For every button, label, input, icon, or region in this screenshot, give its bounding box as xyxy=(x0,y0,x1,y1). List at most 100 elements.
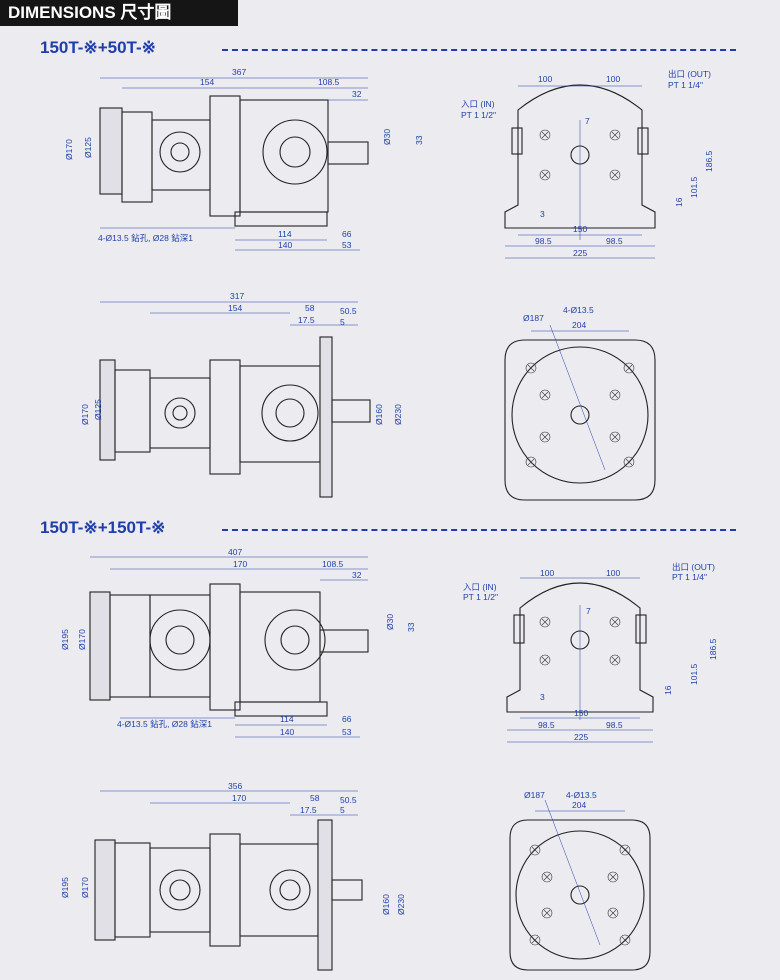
dimension-label: PT 1 1/4" xyxy=(672,572,707,582)
end-view-2-dims: 100 100 入口 (IN) PT 1 1/2" 出口 (OUT) PT 1 … xyxy=(463,562,718,743)
dimension-label: Ø187 xyxy=(523,313,544,323)
dimension-label: Ø125 xyxy=(83,137,93,158)
dimension-label: 100 xyxy=(606,74,620,84)
dimension-label: 114 xyxy=(280,714,294,724)
dimension-label: 186.5 xyxy=(708,638,718,660)
dimension-label: 108.5 xyxy=(318,77,340,87)
dimension-label: 4-Ø13.5 xyxy=(566,790,597,800)
dimension-label: 170 xyxy=(233,559,247,569)
dimension-label: Ø160 xyxy=(381,894,391,915)
dimension-label: 154 xyxy=(200,77,214,87)
dimension-label: Ø195 xyxy=(60,629,70,650)
top-view-1-dims: 317 154 58 50.5 17.5 5 Ø170 Ø125 Ø160 Ø2… xyxy=(80,291,403,425)
front-view-1-dims: Ø187 4-Ø13.5 204 xyxy=(523,305,629,332)
dimension-label: 154 xyxy=(228,303,242,313)
top-view-2-dims: 356 170 58 50.5 17.5 5 Ø195 Ø170 Ø160 Ø2… xyxy=(60,781,406,915)
dimension-label: 32 xyxy=(352,570,362,580)
dimension-label: 4-Ø13.5 鉆孔, Ø28 鉆深1 xyxy=(117,719,212,729)
dimension-label: 114 xyxy=(278,229,292,239)
front-view-2-dims: Ø187 4-Ø13.5 204 xyxy=(524,790,625,812)
end-view-2 xyxy=(506,582,654,720)
dimension-label: 186.5 xyxy=(704,150,714,172)
section-title-2: 150T-※+150T-※ xyxy=(40,518,166,537)
dimension-label: 58 xyxy=(310,793,320,803)
dimension-label: 33 xyxy=(406,622,416,632)
dimension-label: 入口 (IN) xyxy=(463,582,497,592)
dimension-label: 98.5 xyxy=(606,720,623,730)
dimension-label: 101.5 xyxy=(689,176,699,198)
dimension-label: 225 xyxy=(574,732,588,742)
dimension-label: 98.5 xyxy=(606,236,623,246)
section-divider-2 xyxy=(222,529,736,531)
dimension-label: 17.5 xyxy=(298,315,315,325)
dimension-label: 17.5 xyxy=(300,805,317,815)
top-view-2 xyxy=(94,819,363,971)
dimension-label: 50.5 xyxy=(340,795,357,805)
dimension-label: 出口 (OUT) xyxy=(668,69,711,79)
dimension-label: Ø187 xyxy=(524,790,545,800)
dimension-label: 66 xyxy=(342,229,352,239)
end-view-1-dims: 100 100 入口 (IN) PT 1 1/2" 出口 (OUT) PT 1 … xyxy=(461,69,714,259)
dimension-label: 100 xyxy=(538,74,552,84)
dimension-label: 32 xyxy=(352,89,362,99)
dimension-label: 出口 (OUT) xyxy=(672,562,715,572)
dimension-label: 33 xyxy=(414,135,424,145)
dimension-label: 170 xyxy=(232,793,246,803)
dimension-label: 98.5 xyxy=(538,720,555,730)
dimension-label: 140 xyxy=(278,240,292,250)
dimension-label: 140 xyxy=(280,727,294,737)
dimension-label: PT 1 1/2" xyxy=(461,110,496,120)
dim-overall: 367 xyxy=(232,67,246,77)
dimension-label: Ø160 xyxy=(374,404,384,425)
dimension-label: 317 xyxy=(230,291,244,301)
dimension-label: 53 xyxy=(342,240,352,250)
dimension-label: 66 xyxy=(342,714,352,724)
dimension-label: 7 xyxy=(586,606,591,616)
dimension-label: 356 xyxy=(228,781,242,791)
dimension-label: 100 xyxy=(540,568,554,578)
dimension-label: 5 xyxy=(340,317,345,327)
dimension-label: 100 xyxy=(606,568,620,578)
dimension-label: Ø230 xyxy=(393,404,403,425)
front-view-1 xyxy=(504,324,656,501)
dimension-label: Ø30 xyxy=(382,129,392,145)
dimension-label: 7 xyxy=(585,116,590,126)
dimension-label: PT 1 1/2" xyxy=(463,592,498,602)
dimension-label: 53 xyxy=(342,727,352,737)
dimension-label: PT 1 1/4" xyxy=(668,80,703,90)
dimension-label: 16 xyxy=(663,685,673,695)
dimension-label: 407 xyxy=(228,547,242,557)
dimension-label: Ø195 xyxy=(60,877,70,898)
dimension-label: 3 xyxy=(540,209,545,219)
dimension-label: Ø170 xyxy=(64,139,74,160)
dimension-label: 204 xyxy=(572,320,586,330)
side-view-1-dims: 367 154 108.5 32 Ø170 Ø125 Ø30 33 4-Ø13.… xyxy=(64,67,424,251)
dimension-label: 204 xyxy=(572,800,586,810)
dimension-label: 98.5 xyxy=(535,236,552,246)
end-view-1 xyxy=(504,84,656,240)
dimension-label: Ø170 xyxy=(80,877,90,898)
dimension-label: 58 xyxy=(305,303,315,313)
side-view-2 xyxy=(89,583,369,717)
side-view-2-dims: 407 170 108.5 32 Ø195 Ø170 Ø30 33 4-Ø13.… xyxy=(60,547,416,738)
dimension-label: Ø170 xyxy=(80,404,90,425)
dimension-label: 16 xyxy=(674,197,684,207)
dimension-label: Ø230 xyxy=(396,894,406,915)
header-title: DIMENSIONS 尺寸圖 xyxy=(0,0,238,26)
dimension-label: 101.5 xyxy=(689,663,699,685)
dimension-label: 5 xyxy=(340,805,345,815)
section-divider-1 xyxy=(222,49,736,51)
dimension-label: 225 xyxy=(573,248,587,258)
dimension-label: Ø125 xyxy=(93,399,103,420)
dimension-label: Ø30 xyxy=(385,614,395,630)
front-view-2 xyxy=(509,799,651,971)
dimension-label: 50.5 xyxy=(340,306,357,316)
dimension-label: 4-Ø13.5 xyxy=(563,305,594,315)
dimension-label: Ø170 xyxy=(77,629,87,650)
dimension-label: 150 xyxy=(574,708,588,718)
side-view-1 xyxy=(99,95,369,227)
section-title-1: 150T-※+50T-※ xyxy=(40,38,156,57)
top-view-1 xyxy=(99,336,371,498)
dimension-label: 150 xyxy=(573,224,587,234)
